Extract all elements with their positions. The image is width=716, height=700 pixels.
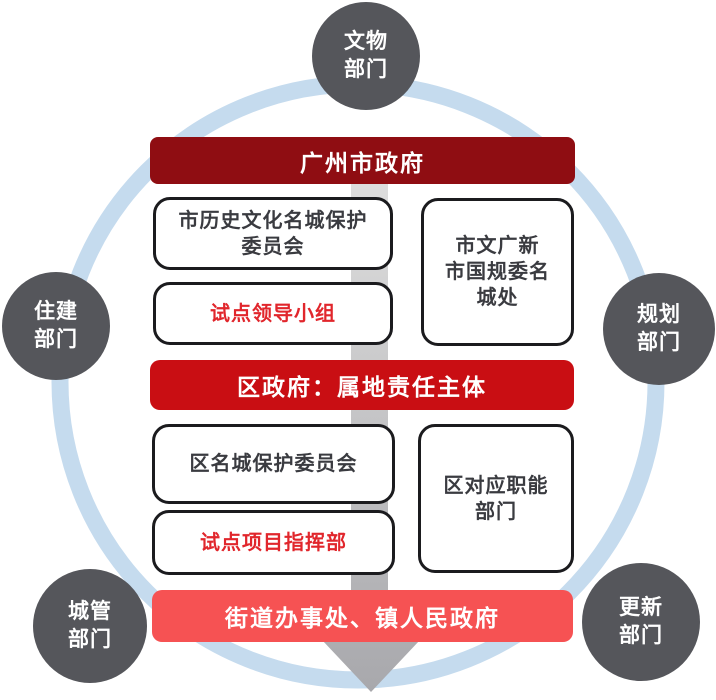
box-district-heritage-committee-label: 区名城保护委员会: [189, 453, 358, 475]
box-city-departments-label: 市文广新 市国规委名 城处: [445, 235, 550, 309]
banner-street-offices-label: 街道办事处、镇人民政府: [225, 605, 500, 631]
banner-street-offices: 街道办事处、镇人民政府: [152, 590, 573, 642]
dept-circle-label: 文物 部门: [344, 30, 388, 81]
banner-district-government-label: 区政府：属地责任主体: [237, 374, 487, 400]
box-pilot-leading-group: 试点领导小组: [153, 282, 393, 345]
dept-circle-label: 城管 部门: [68, 600, 112, 651]
box-pilot-project-hq: 试点项目指挥部: [152, 510, 395, 575]
box-pilot-project-hq-label: 试点项目指挥部: [200, 531, 347, 554]
box-district-departments: 区对应职能 部门: [418, 424, 574, 573]
banner-city-government-label: 广州市政府: [300, 149, 425, 176]
box-city-heritage-committee: 市历史文化名城保护 委员会: [153, 197, 393, 270]
dept-circle-housing-construction: 住建 部门: [2, 272, 110, 380]
dept-circle-urban-management: 城管 部门: [33, 569, 147, 683]
dept-circle-label: 更新 部门: [619, 596, 663, 647]
box-district-heritage-committee: 区名城保护委员会: [152, 424, 395, 504]
dept-circle-planning: 规划 部门: [603, 273, 715, 385]
box-pilot-leading-group-label: 试点领导小组: [210, 302, 336, 325]
dept-circle-label: 住建 部门: [34, 300, 78, 351]
box-city-heritage-committee-label: 市历史文化名城保护 委员会: [178, 209, 368, 258]
dept-circle-renewal: 更新 部门: [582, 563, 700, 681]
banner-district-government: 区政府：属地责任主体: [150, 360, 574, 410]
box-city-departments: 市文广新 市国规委名 城处: [421, 198, 574, 346]
dept-circle-cultural-relics: 文物 部门: [312, 2, 420, 110]
dept-circle-label: 规划 部门: [637, 303, 681, 354]
box-district-departments-label: 区对应职能 部门: [443, 474, 549, 523]
banner-city-government: 广州市政府: [150, 137, 575, 184]
